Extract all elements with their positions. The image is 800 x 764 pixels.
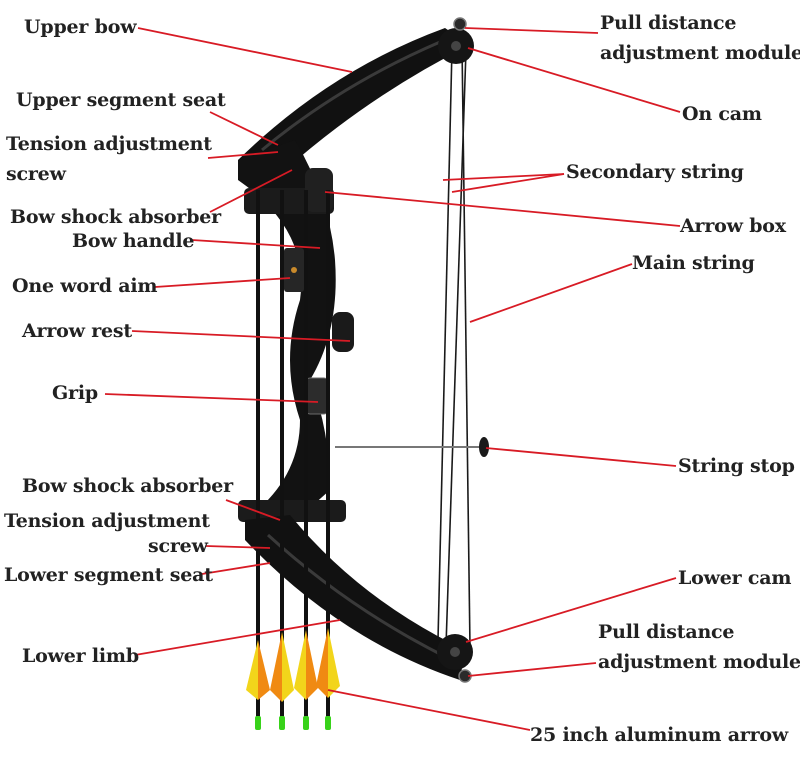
- label-upper-bow: Upper bow: [24, 16, 137, 38]
- leader-grip: [104, 393, 319, 403]
- grip-panel: [305, 377, 329, 415]
- leader-pull-distance-bottom: [467, 662, 597, 677]
- string-stop-disc: [479, 437, 489, 457]
- leader-tension-screw-bottom: [205, 545, 271, 549]
- upper-cam-hub: [451, 41, 461, 51]
- label-arrow-box: Arrow box: [680, 215, 786, 237]
- label-string-stop: String stop: [678, 455, 795, 477]
- secondary-string-b: [445, 49, 467, 647]
- leader-aluminum-arrow: [327, 689, 531, 731]
- upper-limb: [238, 28, 470, 170]
- label-lower-segment-seat: Lower segment seat: [4, 564, 213, 586]
- leader-lower-segment-seat: [201, 562, 271, 575]
- label-bow-handle: Bow handle: [72, 230, 195, 252]
- leader-bow-handle: [191, 239, 321, 249]
- label-lower-cam: Lower cam: [678, 567, 792, 589]
- label-aluminum-arrow: 25 inch aluminum arrow: [530, 724, 789, 746]
- leader-pull-distance-top: [464, 27, 599, 34]
- label-tension-screw-top-1: Tension adjustment: [6, 133, 212, 155]
- riser: [238, 140, 336, 530]
- quiver-bottom: [238, 500, 346, 522]
- leader-string-stop: [485, 447, 677, 467]
- upper-pull-module: [453, 17, 467, 31]
- leader-tension-screw-top: [207, 151, 279, 159]
- label-one-word-aim: One word aim: [12, 275, 158, 297]
- leader-main-string: [469, 263, 633, 323]
- label-tension-screw-bottom-1: Tension adjustment: [4, 510, 210, 532]
- label-tension-screw-bottom-2: screw: [148, 535, 208, 557]
- leader-shock-top: [209, 169, 293, 213]
- lower-cam-hub: [450, 647, 460, 657]
- leader-upper-segment-seat: [209, 111, 279, 146]
- label-pull-distance-top-2: adjustment module: [600, 42, 800, 64]
- leader-shock-bottom: [225, 499, 281, 521]
- label-pull-distance-bottom-2: adjustment module: [598, 651, 800, 673]
- leader-secondary-string-a: [442, 173, 565, 181]
- label-pull-distance-top-1: Pull distance: [600, 12, 737, 34]
- label-secondary-string: Secondary string: [566, 161, 744, 183]
- label-upper-segment-seat: Upper segment seat: [16, 89, 226, 111]
- label-lower-limb: Lower limb: [22, 645, 139, 667]
- arrow-4: [316, 190, 340, 730]
- leader-secondary-string-b: [451, 173, 565, 193]
- arrow-2: [270, 190, 294, 730]
- label-on-cam: On cam: [682, 103, 762, 125]
- leader-lower-limb: [134, 619, 341, 656]
- leader-one-word-aim: [154, 277, 291, 288]
- leader-arrow-box: [324, 191, 681, 227]
- upper-limb-highlight: [261, 40, 441, 152]
- label-bow-shock-absorber-bottom: Bow shock absorber: [22, 475, 233, 497]
- label-main-string: Main string: [632, 252, 755, 274]
- strings: [335, 44, 478, 649]
- label-arrow-rest: Arrow rest: [22, 320, 132, 342]
- secondary-string-a: [437, 47, 453, 641]
- label-grip: Grip: [52, 382, 98, 404]
- leader-lines: [104, 27, 681, 731]
- lower-limb-highlight: [266, 533, 453, 662]
- label-tension-screw-top-2: screw: [6, 163, 66, 185]
- label-pull-distance-bottom-1: Pull distance: [598, 621, 735, 643]
- sight-pin: [291, 267, 297, 273]
- arrow-3: [294, 190, 318, 730]
- arrow-rest-part: [332, 312, 354, 352]
- label-bow-shock-absorber-top: Bow shock absorber: [10, 206, 221, 228]
- leader-arrow-rest: [131, 330, 351, 342]
- arrow-1: [246, 190, 270, 730]
- leader-on-cam: [467, 47, 681, 113]
- leader-lower-cam: [465, 577, 677, 643]
- leader-upper-bow: [137, 27, 353, 73]
